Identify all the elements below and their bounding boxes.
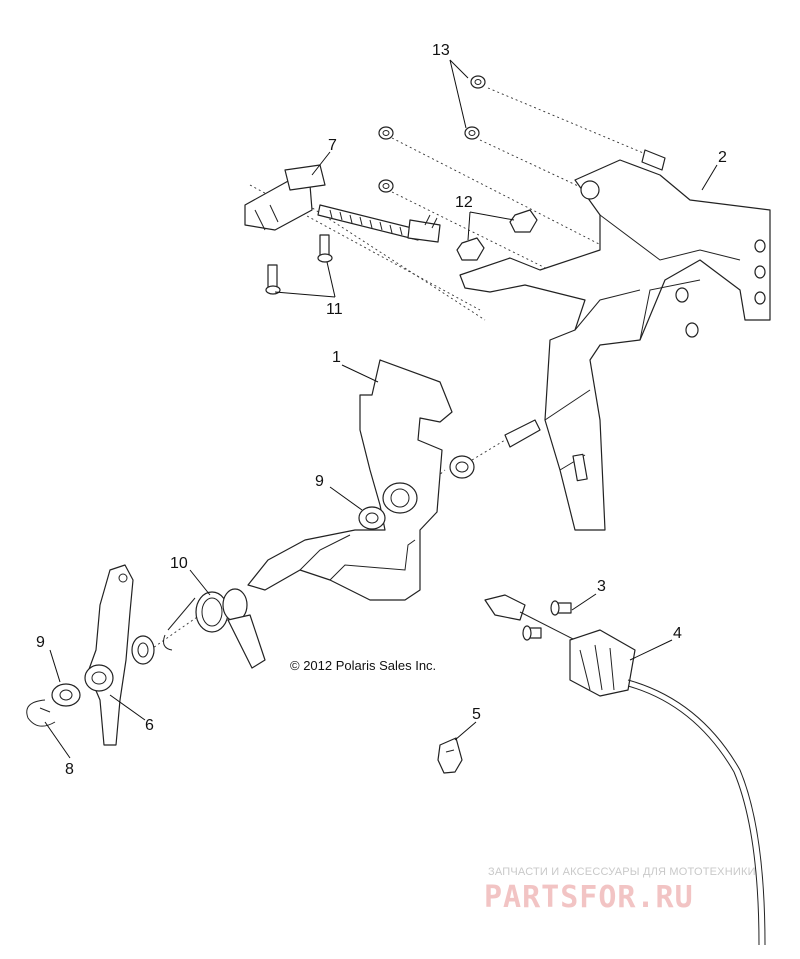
callout-7: 7	[328, 137, 337, 154]
part-2-mounting-bracket	[459, 149, 771, 531]
callout-11: 11	[326, 301, 343, 318]
callout-12: 12	[455, 194, 473, 211]
callout-leaders	[44, 59, 718, 759]
callout-13: 13	[432, 42, 450, 59]
part-7-switch-assembly	[244, 164, 441, 243]
copyright-notice: © 2012 Polaris Sales Inc.	[290, 658, 436, 673]
callout-2: 2	[718, 149, 727, 166]
callout-numbers: 13 2 7 12 11 1 9 10 3 4 9 6 5 8	[36, 42, 727, 778]
callout-10: 10	[170, 555, 188, 572]
callout-6: 6	[145, 717, 154, 734]
callout-5: 5	[472, 706, 481, 723]
callout-8: 8	[65, 761, 74, 778]
part-4-cable	[484, 594, 766, 946]
bushing-left	[131, 635, 155, 665]
assembly-guide-lines	[149, 87, 661, 651]
callout-9-lower: 9	[36, 634, 45, 651]
part-8-e-clip	[26, 699, 56, 727]
part-12-flange-nuts	[456, 209, 538, 261]
part-9-washer-upper	[358, 506, 386, 530]
part-9-washer-lower	[51, 683, 81, 707]
part-13-nuts	[378, 75, 486, 193]
part-6-lever	[84, 564, 134, 746]
part-5-cable-clip	[437, 737, 463, 774]
callout-9-upper: 9	[315, 473, 324, 490]
callout-4: 4	[673, 625, 682, 642]
watermark-tagline: ЗАПЧАСТИ И АКСЕССУАРЫ ДЛЯ МОТОТЕХНИКИ	[488, 866, 756, 878]
watermark-logo: PARTSFOR.RU	[484, 880, 694, 915]
callout-1: 1	[332, 349, 341, 366]
bushing-right	[449, 455, 475, 479]
callout-3: 3	[597, 578, 606, 595]
part-3-pins	[522, 600, 572, 641]
part-11-screws	[265, 234, 333, 295]
part-10-return-spring	[163, 588, 266, 669]
part-1-brake-pedal	[247, 359, 453, 601]
